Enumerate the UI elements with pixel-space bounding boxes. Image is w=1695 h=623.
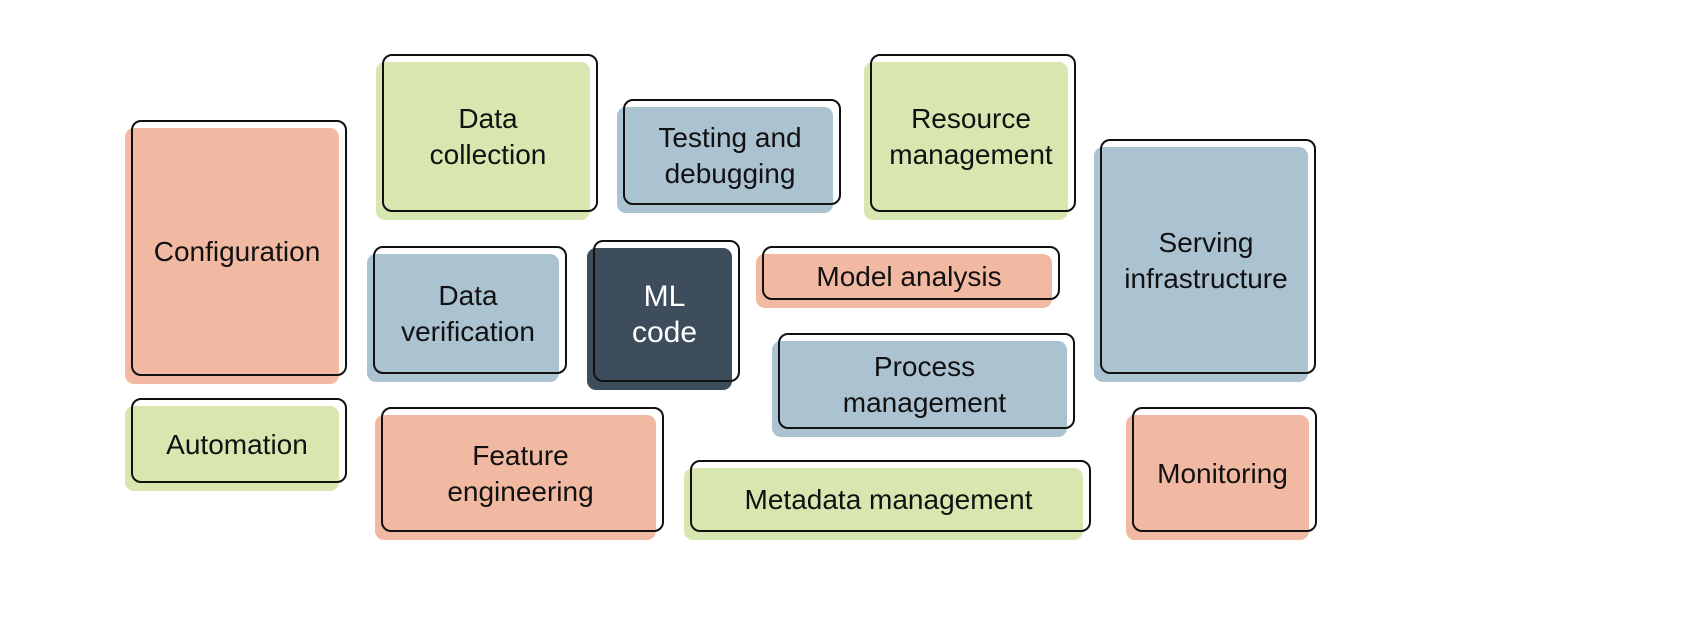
model-analysis-label: Model analysis xyxy=(816,261,1002,292)
data-collection-label: Data collection xyxy=(429,103,547,170)
serving-infrastructure-block: Serving infrastructure xyxy=(1094,139,1316,382)
serving-infrastructure-label: Serving infrastructure xyxy=(1124,226,1288,294)
model-analysis-block: Model analysis xyxy=(756,246,1060,308)
resource-management-label: Resource management xyxy=(889,103,1053,170)
ml-code-label: ML code xyxy=(631,280,698,349)
feature-engineering-block: Feature engineering xyxy=(375,407,664,540)
automation-label: Automation xyxy=(166,428,308,460)
testing-debugging-label: Testing and debugging xyxy=(658,122,802,189)
configuration-block: Configuration xyxy=(125,120,347,384)
data-verification-label: Data verification xyxy=(401,280,535,347)
data-collection-block: Data collection xyxy=(376,54,598,220)
metadata-management-block: Metadata management xyxy=(684,460,1091,540)
resource-management-block: Resource management xyxy=(864,54,1076,220)
process-management-label: Process management xyxy=(842,351,1007,418)
testing-debugging-block: Testing and debugging xyxy=(617,99,841,213)
metadata-management-label: Metadata management xyxy=(744,484,1033,515)
data-verification-block: Data verification xyxy=(367,246,567,382)
monitoring-block: Monitoring xyxy=(1126,407,1317,540)
process-management-block: Process management xyxy=(772,333,1075,437)
feature-engineering-label: Feature engineering xyxy=(447,439,594,507)
automation-block: Automation xyxy=(125,398,347,491)
ml-code-block: ML code xyxy=(587,240,740,390)
configuration-label: Configuration xyxy=(153,236,321,267)
monitoring-label: Monitoring xyxy=(1157,457,1288,489)
